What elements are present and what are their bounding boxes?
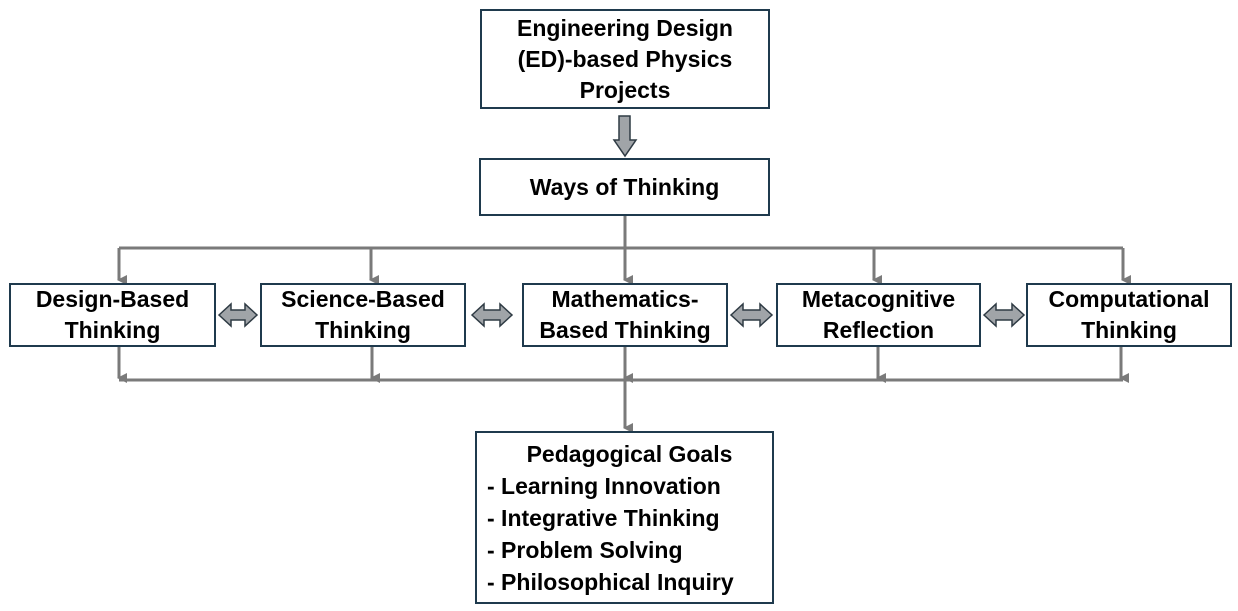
metacognitive-line-1: Metacognitive xyxy=(801,286,956,312)
computational-line-2: Thinking xyxy=(1081,317,1177,343)
engineering-design-line-3: Projects xyxy=(579,76,671,103)
science-based-line-2: Thinking xyxy=(315,317,411,343)
computational-line-1: Computational xyxy=(1048,286,1210,312)
mathematics-based-thinking-box: Mathematics- Based Thinking xyxy=(522,283,728,347)
metacognitive-reflection-box: Metacognitive Reflection xyxy=(776,283,981,347)
ways-of-thinking-box: Ways of Thinking xyxy=(479,158,770,216)
design-based-line-2: Thinking xyxy=(64,317,161,343)
goal-item: - Integrative Thinking xyxy=(487,504,720,531)
science-based-thinking-box: Science-Based Thinking xyxy=(260,283,466,347)
double-arrow-design-science xyxy=(217,302,259,328)
distribution-connector xyxy=(117,216,1131,285)
convergence-connector xyxy=(117,347,1129,433)
mathematics-based-line-2: Based Thinking xyxy=(539,317,711,343)
goal-item: - Problem Solving xyxy=(487,536,683,563)
engineering-design-box: Engineering Design (ED)-based Physics Pr… xyxy=(480,9,770,109)
ways-of-thinking-label: Ways of Thinking xyxy=(529,173,720,200)
double-arrow-metacognitive-computational xyxy=(982,302,1026,328)
design-based-thinking-box: Design-Based Thinking xyxy=(9,283,216,347)
pedagogical-goals-title: Pedagogical Goals xyxy=(526,440,733,467)
goal-item: - Learning Innovation xyxy=(487,472,721,499)
computational-thinking-box: Computational Thinking xyxy=(1026,283,1232,347)
science-based-line-1: Science-Based xyxy=(281,286,445,312)
double-arrow-mathematics-metacognitive xyxy=(729,302,774,328)
engineering-design-line-2: (ED)-based Physics xyxy=(517,45,733,72)
engineering-design-line-1: Engineering Design xyxy=(517,14,733,41)
down-block-arrow xyxy=(612,115,638,158)
metacognitive-line-2: Reflection xyxy=(822,317,935,343)
double-arrow-science-mathematics xyxy=(470,302,514,328)
double-arrows xyxy=(217,302,1026,328)
pedagogical-goals-box: Pedagogical Goals - Learning Innovation … xyxy=(475,431,774,604)
goal-item: - Philosophical Inquiry xyxy=(487,568,734,595)
mathematics-based-line-1: Mathematics- xyxy=(551,286,699,312)
design-based-line-1: Design-Based xyxy=(35,286,190,312)
